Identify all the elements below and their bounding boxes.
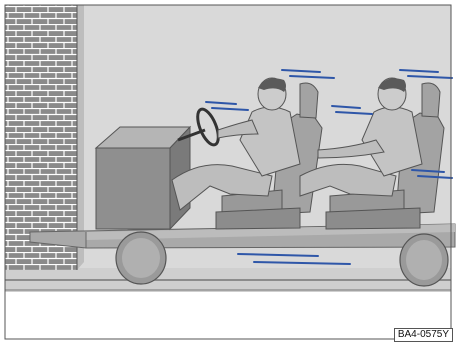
lower-white-area bbox=[5, 292, 451, 339]
front-wheel bbox=[116, 232, 166, 284]
figure-code-label: BA4-0575Y bbox=[394, 328, 453, 342]
brick-wall bbox=[5, 5, 84, 270]
rear-wheel bbox=[400, 234, 448, 286]
